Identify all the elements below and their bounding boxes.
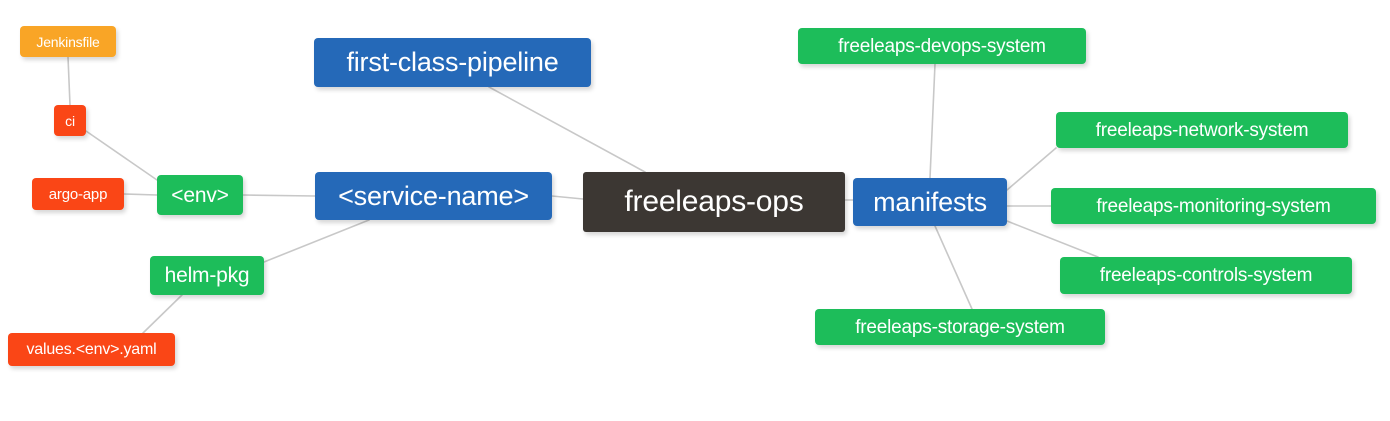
node-freeleaps-storage-system[interactable]: freeleaps-storage-system (815, 309, 1105, 345)
edge-manifests-to-freeleaps-controls-system (1006, 220, 1099, 258)
node-first-class-pipeline[interactable]: first-class-pipeline (314, 38, 591, 87)
node-freeleaps-monitoring-system[interactable]: freeleaps-monitoring-system (1051, 188, 1376, 224)
edge-manifests-to-freeleaps-network-system (1006, 147, 1057, 191)
edge-values-yaml-to-helm-pkg (142, 294, 183, 334)
node-argo-app[interactable]: argo-app (32, 178, 124, 210)
edge-jenkinsfile-to-ci (67, 56, 71, 106)
edge-helm-pkg-to-service-name (263, 219, 370, 263)
edge-manifests-to-freeleaps-devops-system (929, 63, 936, 179)
node-values-yaml[interactable]: values.<env>.yaml (8, 333, 175, 366)
edge-first-class-pipeline-to-freeleaps-ops (488, 86, 646, 173)
node-jenkinsfile[interactable]: Jenkinsfile (20, 26, 116, 57)
node-freeleaps-ops[interactable]: freeleaps-ops (583, 172, 845, 232)
node-service-name[interactable]: <service-name> (315, 172, 552, 220)
edge-argo-app-to-env (123, 193, 158, 196)
edge-ci-to-env (85, 130, 158, 181)
node-env[interactable]: <env> (157, 175, 243, 215)
edge-env-to-service-name (242, 194, 316, 197)
node-freeleaps-controls-system[interactable]: freeleaps-controls-system (1060, 257, 1352, 294)
node-manifests[interactable]: manifests (853, 178, 1007, 226)
edge-manifests-to-freeleaps-storage-system (934, 225, 973, 310)
edge-service-name-to-freeleaps-ops (551, 195, 584, 200)
node-freeleaps-devops-system[interactable]: freeleaps-devops-system (798, 28, 1086, 64)
node-ci[interactable]: ci (54, 105, 86, 136)
node-freeleaps-network-system[interactable]: freeleaps-network-system (1056, 112, 1348, 148)
node-helm-pkg[interactable]: helm-pkg (150, 256, 264, 295)
